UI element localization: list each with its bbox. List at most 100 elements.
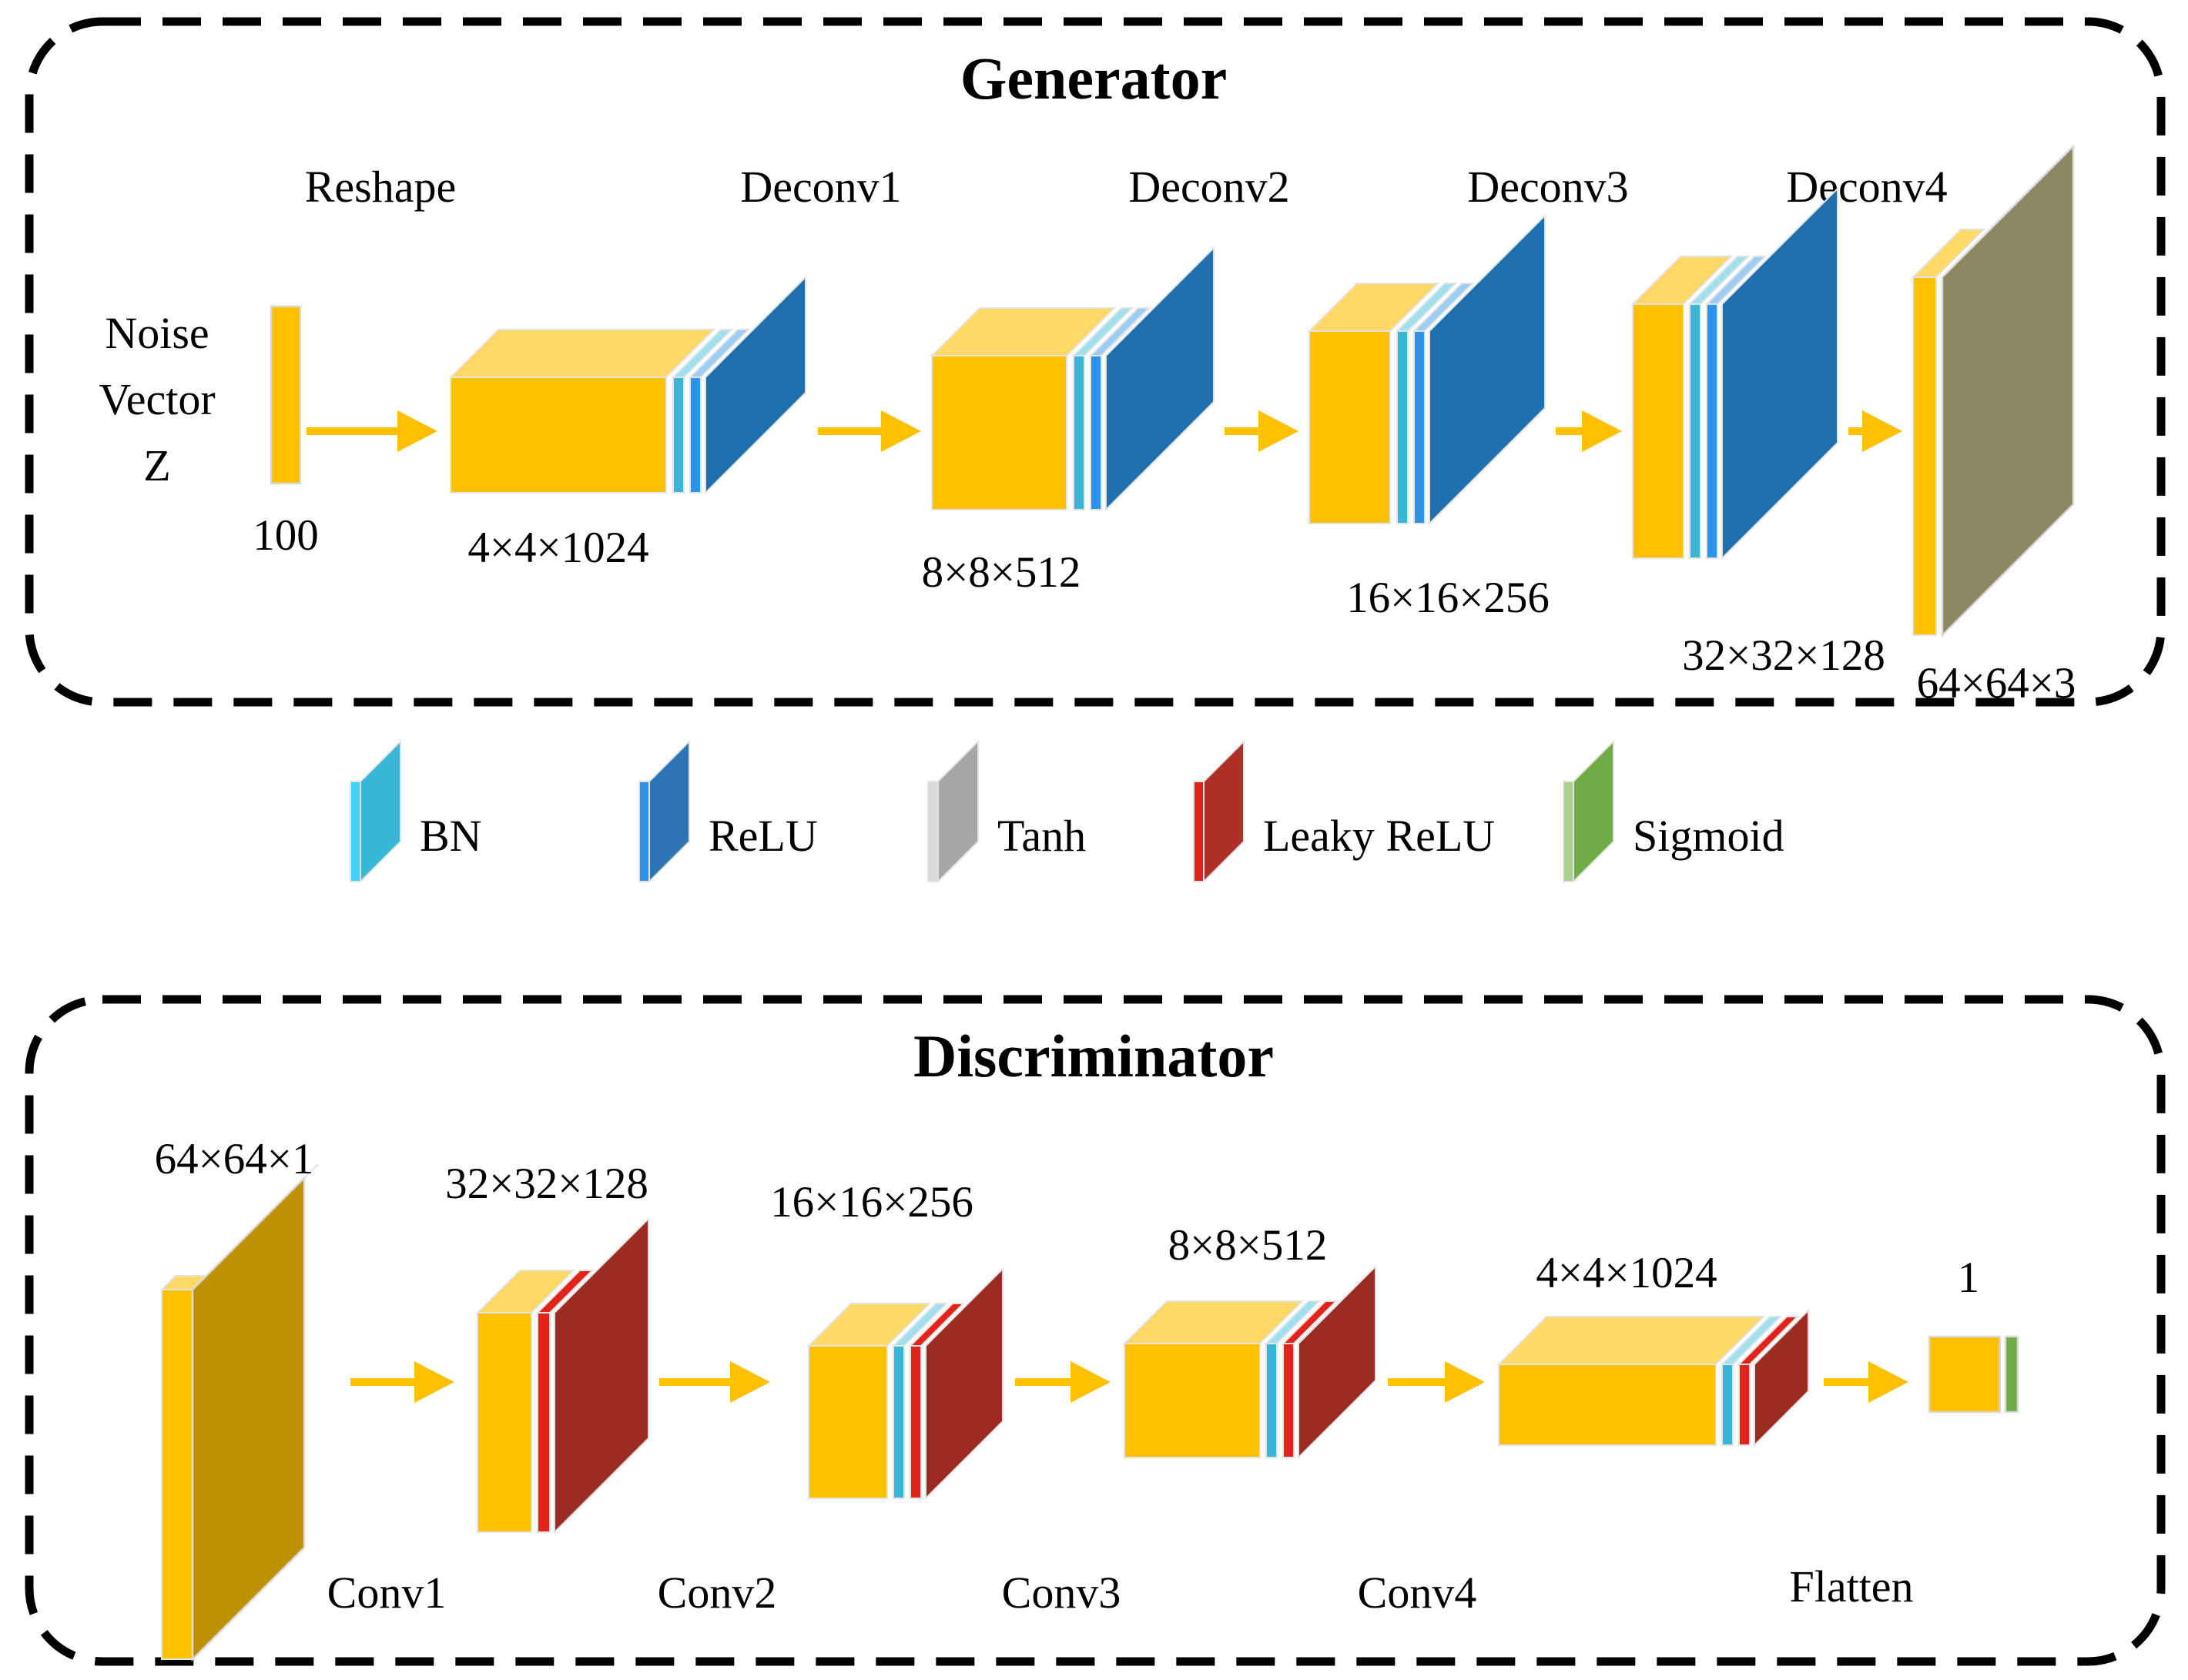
front-face (1912, 276, 1937, 636)
side-face (1429, 213, 1546, 526)
stage-label-reshape: Reshape (305, 162, 457, 212)
legend-label: Tanh (997, 811, 1086, 861)
disc-block-8x8x512: 8×8×512 (1122, 1221, 1376, 1460)
discriminator-panel: Discriminator 64×64×1 32×32×128 (25, 995, 2166, 1666)
arrow-head-icon (414, 1361, 454, 1403)
relu-icon (638, 781, 650, 882)
relu-icon-face (648, 739, 690, 884)
side-face (1754, 1308, 1809, 1447)
noise-label-line3: Z (143, 440, 170, 490)
legend-item-relu: ReLU (638, 739, 818, 884)
flow-arrow (1015, 1361, 1111, 1403)
bn-layer (1721, 1364, 1734, 1446)
stage-label-conv1: Conv1 (327, 1568, 447, 1618)
flow-arrow (1556, 410, 1622, 452)
noise-vector-bar (270, 305, 302, 485)
discriminator-title: Discriminator (913, 1022, 1274, 1089)
block-dim-label: 1 (1958, 1253, 1980, 1302)
side-face (1298, 1264, 1376, 1460)
flow-arrow (1824, 1361, 1908, 1403)
arrow-head-icon (1862, 410, 1902, 452)
side-face (1721, 186, 1838, 561)
block-dim-label: 32×32×128 (445, 1160, 648, 1208)
sigmoid-icon-face (1573, 739, 1614, 884)
bn-layer (672, 376, 685, 494)
bn-icon-face (360, 739, 401, 884)
leaky-relu-layer (1282, 1343, 1295, 1458)
legend-item-sigmoid: Sigmoid (1563, 739, 1784, 884)
side-face (554, 1216, 649, 1534)
stage-label-conv2: Conv2 (658, 1568, 777, 1618)
sigmoid-icon (1563, 781, 1574, 882)
leaky-relu-layer (1738, 1364, 1751, 1446)
leaky-relu-icon (1193, 781, 1205, 882)
side-face (191, 1175, 306, 1662)
arrow-head-icon (397, 410, 437, 452)
stage-label-flatten: Flatten (1789, 1561, 1913, 1611)
noise-label-line2: Vector (99, 374, 215, 424)
stage-label-deconv1: Deconv1 (740, 162, 901, 212)
legend-label: Sigmoid (1633, 811, 1784, 861)
front-face (1308, 330, 1391, 524)
top-face (448, 329, 716, 378)
legend-item-tanh: Tanh (927, 739, 1086, 884)
legend-label: Leaky ReLU (1263, 811, 1495, 861)
generator-panel-border (25, 17, 2166, 707)
leaky-relu-layer (537, 1312, 551, 1533)
tanh-layer-side-face (1941, 143, 2075, 638)
noise-label-line1: Noise (105, 308, 209, 358)
flow-arrow (1225, 410, 1298, 452)
arrow-head-icon (881, 410, 921, 452)
stage-label-deconv4: Deconv4 (1786, 162, 1947, 212)
legend-label: ReLU (709, 811, 818, 861)
arrow-head-icon (1582, 410, 1622, 452)
arrow-head-icon (1071, 1361, 1111, 1403)
gen-block-32x32x128: 32×32×128 (1630, 186, 1885, 680)
side-face (1105, 246, 1215, 512)
front-face (808, 1345, 888, 1499)
block-dim-label: 8×8×512 (922, 548, 1081, 597)
front-face (1928, 1335, 2002, 1414)
arrow-head-icon (730, 1361, 770, 1403)
stage-label-conv4: Conv4 (1358, 1568, 1477, 1618)
block-dim-label: 64×64×1 (155, 1135, 314, 1183)
stage-label-deconv3: Deconv3 (1467, 162, 1628, 212)
side-face (925, 1267, 1004, 1501)
noise-size-label: 100 (253, 511, 319, 560)
activation-legend: BN ReLU Tanh Leaky ReLU Sigmoid (350, 739, 1784, 884)
front-face (1498, 1364, 1717, 1446)
gen-output-64x64x3: 64×64×3 (1911, 143, 2076, 708)
disc-block-16x16x256: 16×16×256 (770, 1178, 1004, 1501)
block-dim-label: 32×32×128 (1682, 631, 1885, 680)
discriminator-panel-border (25, 995, 2166, 1666)
tanh-icon-face (937, 739, 979, 884)
disc-block-32x32x128: 32×32×128 (445, 1160, 649, 1534)
relu-layer (689, 376, 702, 494)
front-face (1632, 303, 1684, 559)
arrow-head-icon (1868, 1361, 1908, 1403)
legend-item-leaky-relu: Leaky ReLU (1193, 739, 1495, 884)
arrow-head-icon (1445, 1361, 1485, 1403)
bn-layer (1396, 330, 1409, 524)
block-dim-label: 64×64×3 (1917, 659, 2076, 708)
front-face (161, 1289, 193, 1660)
block-dim-label: 4×4×1024 (467, 524, 648, 572)
bn-layer (1689, 303, 1701, 559)
flow-arrow (1848, 410, 1902, 452)
block-dim-label: 4×4×1024 (1536, 1249, 1717, 1297)
flow-arrow (307, 410, 437, 452)
bn-layer (1265, 1343, 1278, 1458)
front-face (477, 1312, 532, 1533)
disc-output-1: 1 (1928, 1253, 2019, 1414)
bn-icon (350, 781, 361, 882)
relu-layer (1090, 355, 1102, 510)
legend-label: BN (420, 811, 482, 861)
leaky-relu-icon-face (1203, 739, 1245, 884)
leaky-relu-layer (910, 1345, 922, 1499)
gen-block-8x8x512: 8×8×512 (922, 246, 1215, 597)
stage-label-conv3: Conv3 (1002, 1568, 1121, 1618)
relu-layer (1706, 303, 1718, 559)
side-face (705, 275, 806, 495)
arrow-head-icon (1258, 410, 1298, 452)
